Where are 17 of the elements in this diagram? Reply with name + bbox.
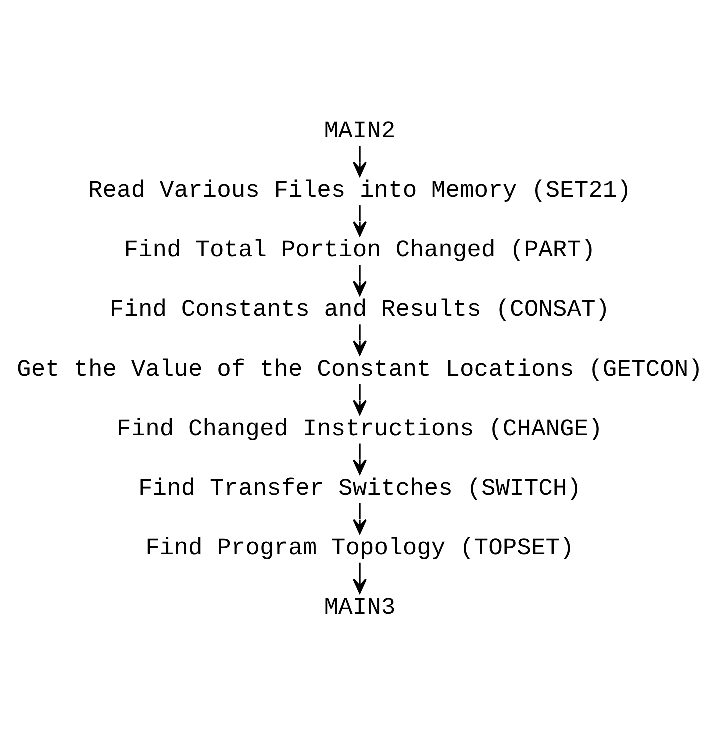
arrow bbox=[353, 146, 367, 177]
node-text: Find Changed Instructions (CHANGE) bbox=[117, 416, 603, 443]
node-text: Find Constants and Results (CONSAT) bbox=[110, 296, 610, 324]
node-text: MAIN2 bbox=[324, 118, 396, 146]
node-text: Get the Value of the Constant Locations (GETCON) bbox=[17, 356, 703, 384]
node-text: Find Total Portion Changed (PART) bbox=[124, 237, 596, 264]
arrow bbox=[353, 502, 367, 534]
node-text: Read Various Files into Memory (SET21) bbox=[88, 178, 632, 205]
arrow bbox=[353, 324, 367, 356]
arrow bbox=[353, 562, 367, 594]
node-text: Find Transfer Switches (SWITCH) bbox=[138, 475, 582, 502]
node-text: MAIN3 bbox=[324, 594, 396, 622]
arrow bbox=[353, 384, 367, 415]
arrow bbox=[353, 443, 367, 474]
node-text: Find Program Topology (TOPSET) bbox=[146, 534, 574, 562]
arrow bbox=[353, 264, 367, 296]
arrow bbox=[353, 205, 367, 236]
